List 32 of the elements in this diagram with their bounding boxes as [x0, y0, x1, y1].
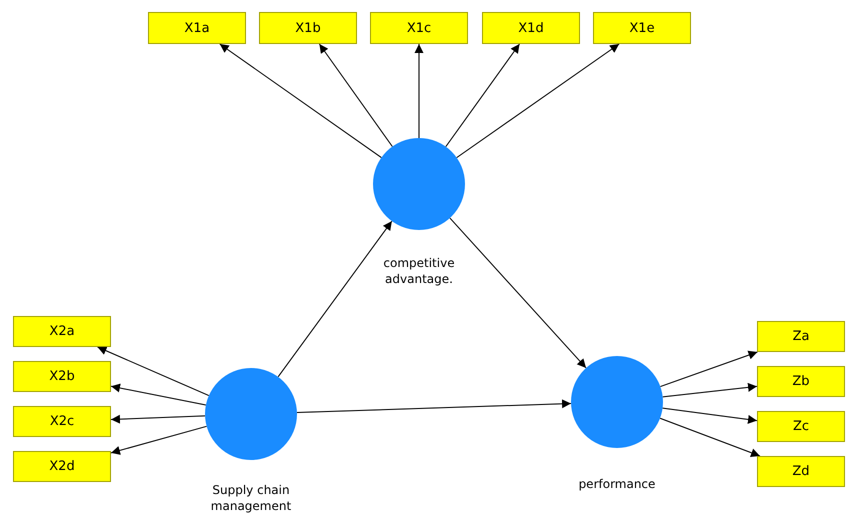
indicator-box: Za — [757, 321, 845, 352]
indicator-box: X2c — [13, 406, 111, 437]
arrow — [97, 346, 210, 396]
arrow — [456, 44, 620, 158]
indicator-box: X1b — [259, 12, 357, 44]
arrow — [449, 218, 587, 368]
latent-variable-label: performance — [578, 476, 656, 492]
arrow — [110, 384, 206, 406]
latent-variable-label: competitive advantage. — [382, 255, 456, 287]
arrow — [110, 426, 208, 455]
indicator-box: Zd — [757, 456, 845, 487]
arrow — [296, 399, 572, 413]
arrow — [445, 44, 520, 148]
indicator-box: X2b — [13, 361, 111, 392]
indicator-box: Zb — [757, 366, 845, 397]
arrow — [662, 382, 758, 398]
indicator-box: X1c — [370, 12, 468, 44]
latent-variable-label: Supply chain management — [210, 482, 292, 514]
arrow — [110, 414, 206, 424]
arrow — [662, 408, 758, 424]
arrow — [318, 44, 393, 148]
arrow — [660, 418, 760, 458]
indicator-box: X1d — [482, 12, 580, 44]
indicator-box: X1e — [593, 12, 691, 44]
indicator-box: Zc — [757, 411, 845, 442]
arrow — [219, 44, 382, 158]
arrow — [660, 350, 758, 388]
indicator-box: X1a — [148, 12, 246, 44]
indicator-box: X2a — [13, 316, 111, 347]
arrow — [414, 44, 424, 138]
arrow — [278, 220, 392, 378]
indicator-box: X2d — [13, 451, 111, 482]
